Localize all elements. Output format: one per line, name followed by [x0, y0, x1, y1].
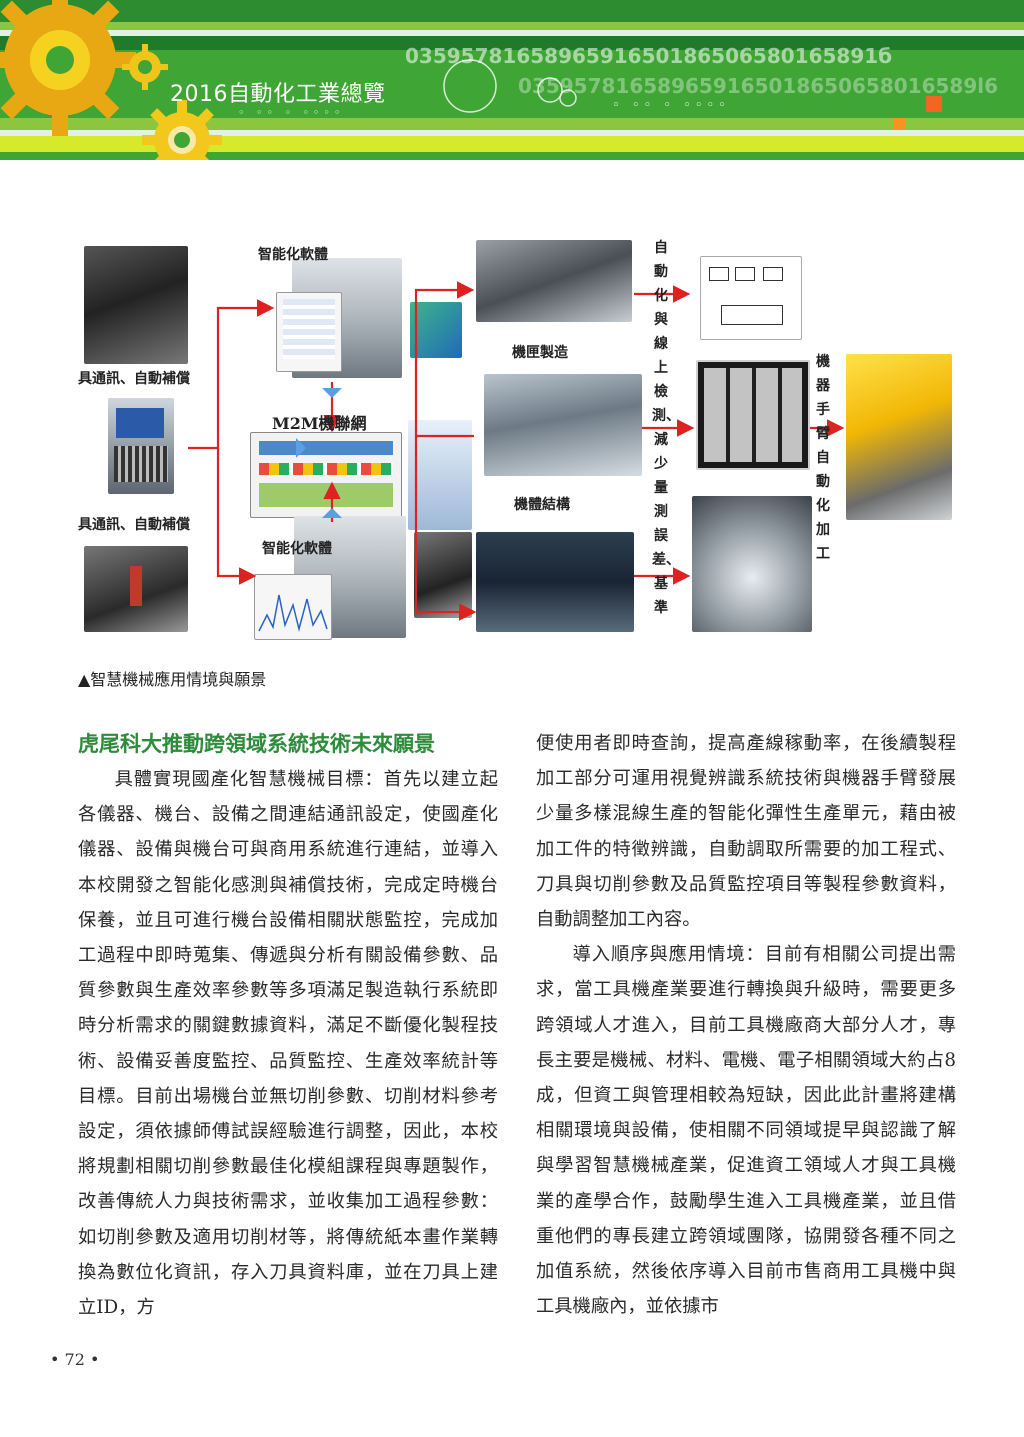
orange-square-small	[893, 118, 905, 130]
photo-impeller	[692, 496, 812, 632]
banner-title: 2016自動化工業總覽	[170, 82, 386, 107]
photo-inspection-diagram	[700, 256, 802, 340]
figure-connectors	[188, 281, 845, 621]
photo-machine-body-structure	[476, 532, 634, 632]
photo-measuring-probe	[84, 546, 188, 632]
photo-cnc-controller	[108, 398, 174, 494]
photo-software-chart-bottom	[254, 574, 332, 640]
banner-stripe-top	[0, 0, 1024, 22]
label-m2m-network: M2M機聯網	[272, 414, 367, 433]
decorative-circles-icon	[443, 59, 577, 113]
label-smart-software-bottom: 智能化軟體	[262, 541, 332, 557]
banner-stripe-white	[0, 30, 1024, 36]
banner-stripe-lime-lower	[0, 118, 1024, 130]
figure-caption: ▲智慧機械應用情境與願景	[78, 670, 267, 689]
small-gear-icon	[122, 44, 168, 90]
label-machine-body-structure: 機體結構	[514, 497, 570, 513]
photo-software-screen-top	[276, 292, 342, 372]
dots-left: ◦ ◦◦ ◦ ◦◦◦◦	[238, 106, 345, 119]
label-machine-box-making: 機匣製造	[512, 345, 568, 361]
number-strip-top: 0359578165896591650186506580165891б	[405, 44, 893, 68]
photo-cad-model-top	[410, 302, 462, 358]
banner-stripe-yellow	[0, 136, 1024, 152]
photo-machine-part	[484, 374, 642, 476]
photo-machine-box	[476, 240, 632, 322]
photo-robot-arm	[846, 354, 952, 520]
page-number: • 72 •	[50, 1350, 100, 1369]
number-strip-bottom: 035957816589659165018650658016589l6	[518, 74, 998, 98]
label-comm-compensation-top: 具通訊、自動補償	[78, 371, 190, 387]
banner-stripe-dark	[0, 36, 1024, 50]
article-paragraph-right-2: 導入順序與應用情境：目前有相關公司提出需求，當工具機產業要進行轉換與升級時，需要…	[536, 944, 956, 1318]
figure-smart-machinery: 智能化軟體 具通訊、自動補償 M2M機聯網 具通訊、自動補償 智能化軟體 機匣製…	[70, 232, 960, 662]
article-paragraph-right-1: 便使用者即時查詢，提高產線稼動率，在後續製程加工部分可運用視覺辨識系統技術與機器…	[536, 733, 956, 931]
medium-gear-icon	[142, 100, 222, 160]
header-banner: 0359578165896591650186506580165891б 0359…	[0, 0, 1024, 160]
label-robot-arm-auto-machining: 機器手臂自動化加工	[816, 354, 830, 562]
label-auto-inline-inspection: 自動化與線上檢測、減少量測誤差、基準	[652, 240, 680, 616]
label-smart-software-top: 智能化軟體	[258, 247, 328, 263]
article-heading: 虎尾科大推動跨領域系統技術未來願景	[78, 732, 435, 756]
dots-right: ◦ ◦◦ ◦ ◦◦◦◦	[612, 98, 730, 113]
banner-stripe-lime	[0, 22, 1024, 30]
article-paragraph-left: 具體實現國產化智慧機械目標：首先以建立起各儀器、機台、設備之間連結通訊設定，使國…	[78, 769, 498, 1319]
orange-square	[926, 96, 942, 112]
photo-machining-head	[84, 246, 188, 364]
article-left-column: 具體實現國產化智慧機械目標：首先以建立起各儀器、機台、設備之間連結通訊設定，使國…	[78, 762, 498, 1325]
large-gear-icon	[0, 0, 136, 136]
photo-vision-recognition-screen	[696, 360, 810, 470]
banner-stripe-white-lower	[0, 130, 1024, 136]
article-right-column: 便使用者即時查詢，提高產線稼動率，在後續製程加工部分可運用視覺辨識系統技術與機器…	[536, 726, 956, 1324]
photo-cad-model-middle	[408, 420, 472, 530]
label-comm-compensation-bottom: 具通訊、自動補償	[78, 517, 190, 533]
